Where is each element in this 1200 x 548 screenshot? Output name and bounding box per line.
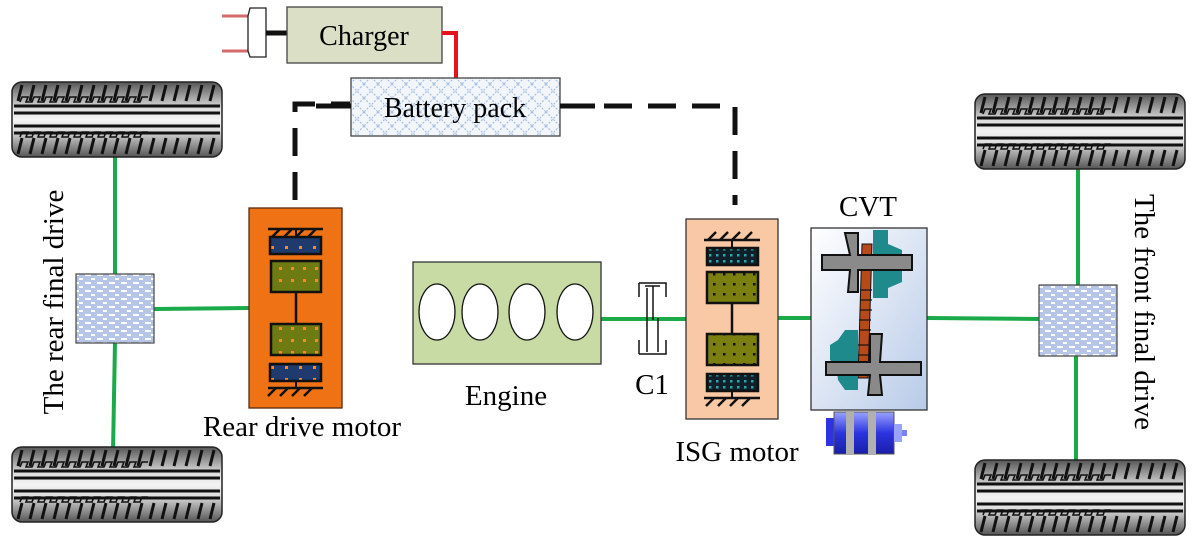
cylinder [556,283,594,341]
engine-label: Engine [465,380,547,412]
rear-left-tire [10,80,224,159]
charger-to-battery-wire [442,31,458,79]
driven-pulley [825,333,922,396]
charger-label: Charger [319,21,409,52]
cylinder [508,283,546,341]
rear-motor-label: Rear drive motor [203,411,401,443]
cylinder [461,283,499,341]
front-final-drive-label: The front final drive [1128,194,1160,430]
cylinder [418,283,456,341]
cvt-label: CVT [839,191,897,223]
rear-drive-motor [248,207,343,409]
charging-plug [222,7,288,58]
rear-axle-lower [111,341,117,453]
rear-motor-shaft [153,306,250,311]
battery-to-rear-motor-wire [292,101,350,200]
isg-motor [685,218,779,420]
drive-pulley [821,232,913,293]
charger-box [286,6,443,64]
battery-label: Battery pack [384,93,526,124]
battery-to-isg-wire [560,103,738,205]
clutch-c1 [638,282,667,355]
front-final-drive [1038,284,1118,357]
front-right-tire [973,458,1187,537]
rear-final-drive [75,273,155,344]
cvt-output-shaft [926,316,1040,321]
front-left-tire [973,92,1187,171]
rear-right-tire [10,445,224,524]
rear-final-drive-label: The rear final drive [38,190,70,415]
cvt-unit [810,227,928,411]
clutch-label: C1 [635,369,669,401]
oil-pump-motor [826,411,907,455]
isg-motor-label: ISG motor [675,436,799,468]
engine [412,261,602,365]
mechanical-shafts [111,152,1080,460]
